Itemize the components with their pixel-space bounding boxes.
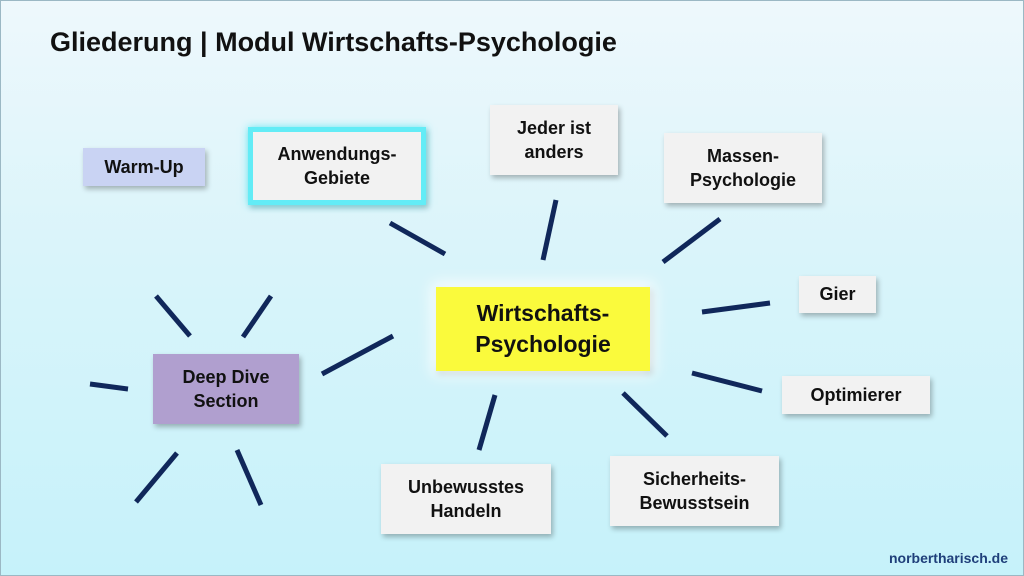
node-jeder-ist-anders[interactable]: Jeder ist anders bbox=[490, 105, 618, 175]
ray-sicherheitsbewusstsein bbox=[621, 391, 669, 438]
node-jeder-ist-anders-label: Jeder ist anders bbox=[516, 117, 592, 162]
ray-deep-dive-2 bbox=[240, 294, 274, 339]
node-gier-label: Gier bbox=[819, 284, 856, 305]
ray-unbewusstes-handeln bbox=[476, 394, 498, 451]
ray-optimierer bbox=[691, 370, 763, 394]
ray-massenpsychologie bbox=[661, 217, 722, 264]
ray-gier bbox=[701, 300, 771, 315]
ray-jeder-ist-anders bbox=[540, 199, 559, 261]
center-node[interactable]: Wirtschafts- Psychologie bbox=[436, 287, 650, 371]
ray-deep-dive-4 bbox=[134, 451, 179, 504]
ray-deep-dive-5 bbox=[234, 449, 264, 506]
node-unbewusstes-handeln-label: Unbewusstes Handeln bbox=[407, 476, 525, 521]
node-anwendungsgebiete-label: Anwendungs- Gebiete bbox=[277, 143, 397, 188]
ray-anwendungsgebiete bbox=[388, 220, 447, 257]
node-sicherheitsbewusstsein-label: Sicherheits- Bewusstsein bbox=[639, 468, 750, 513]
node-optimierer[interactable]: Optimierer bbox=[782, 376, 930, 414]
node-warm-up[interactable]: Warm-Up bbox=[83, 148, 205, 186]
node-anwendungsgebiete[interactable]: Anwendungs- Gebiete bbox=[248, 127, 426, 205]
ray-deep-dive bbox=[320, 333, 395, 377]
node-gier[interactable]: Gier bbox=[799, 276, 876, 313]
ray-deep-dive-1 bbox=[154, 294, 192, 338]
node-unbewusstes-handeln[interactable]: Unbewusstes Handeln bbox=[381, 464, 551, 534]
node-optimierer-label: Optimierer bbox=[810, 384, 902, 405]
slide-title: Gliederung | Modul Wirtschafts-Psycholog… bbox=[50, 27, 617, 57]
ray-deep-dive-3 bbox=[89, 381, 129, 392]
node-massenpsychologie-label: Massen- Psychologie bbox=[689, 145, 797, 190]
node-sicherheitsbewusstsein[interactable]: Sicherheits- Bewusstsein bbox=[610, 456, 779, 526]
footer-website[interactable]: norbertharisch.de bbox=[888, 550, 1008, 566]
node-massenpsychologie[interactable]: Massen- Psychologie bbox=[664, 133, 822, 203]
node-deep-dive-section[interactable]: Deep Dive Section bbox=[153, 354, 299, 424]
node-deep-dive-section-label: Deep Dive Section bbox=[182, 366, 270, 411]
center-node-label: Wirtschafts- Psychologie bbox=[475, 299, 611, 357]
node-warm-up-label: Warm-Up bbox=[104, 156, 184, 177]
